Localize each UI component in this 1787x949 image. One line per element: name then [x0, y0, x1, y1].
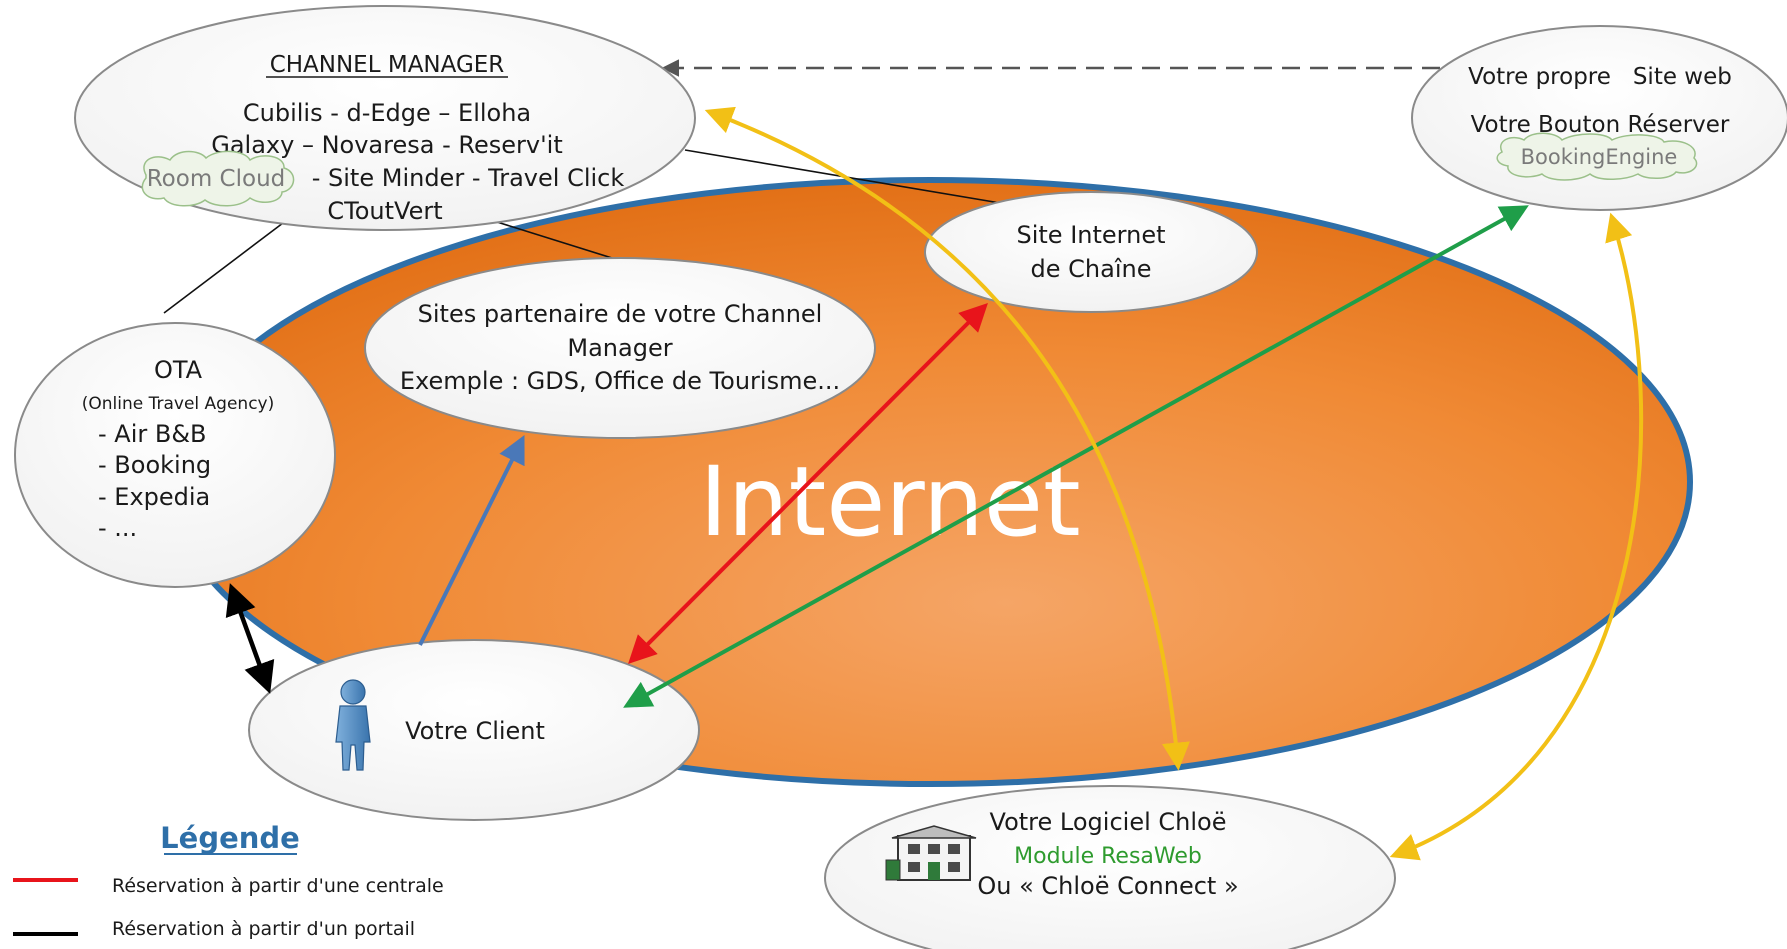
ota-item-expedia: - Expedia: [98, 483, 210, 511]
chain-site-line-1: Site Internet: [1016, 221, 1165, 249]
channel-manager-node: CHANNEL MANAGER Cubilis - d-Edge – Elloh…: [74, 5, 696, 231]
chain-site-node: Site Internet de Chaîne: [924, 191, 1258, 313]
cm-to-partner-connector: [496, 221, 613, 259]
ota-title: OTA: [154, 356, 203, 384]
cm-line-2: Galaxy – Novaresa - Reserv'it: [211, 131, 563, 159]
ota-item-more: - ...: [98, 514, 137, 542]
cm-title: CHANNEL MANAGER: [270, 52, 505, 78]
cm-line-4: CToutVert: [327, 197, 442, 225]
cm-line-3: - Site Minder - Travel Click: [312, 164, 625, 192]
own-site-line-1: Votre propre Site web: [1468, 64, 1732, 90]
booking-engine-cloud-shape: [1496, 132, 1698, 181]
chloe-line-1: Votre Logiciel Chloë: [990, 808, 1227, 836]
room-cloud-label: Room Cloud: [147, 166, 286, 192]
ota-node: OTA (Online Travel Agency) - Air B&B - B…: [14, 322, 336, 588]
client-label: Votre Client: [405, 717, 545, 745]
partner-line-1: Sites partenaire de votre Channel: [418, 300, 823, 328]
internet-label: Internet: [699, 446, 1080, 558]
portal-booking-arrow: [225, 583, 275, 694]
client-node: Votre Client: [248, 639, 700, 821]
cm-line-1: Cubilis - d-Edge – Elloha: [243, 99, 531, 127]
chain-site-line-2: de Chaîne: [1031, 255, 1152, 283]
ota-item-booking: - Booking: [98, 451, 211, 479]
cm-to-ota-connector: [163, 222, 284, 314]
hotel-building-icon: [885, 825, 977, 881]
partner-line-2: Manager: [567, 334, 672, 362]
legend-title: Légende: [160, 821, 300, 855]
cm-chloe-sync-arrow: [704, 106, 1190, 771]
legend: Légende Réservation à partir d'une centr…: [13, 821, 444, 940]
chloe-module-label: Module ResaWeb: [1014, 844, 1202, 869]
own-site-chloe-sync-arrow: [1389, 212, 1644, 861]
legend-label-portal: Réservation à partir d'un portail: [112, 918, 415, 940]
room-cloud-shape: [141, 150, 295, 207]
own-site-node: Votre propre Site web Votre Bouton Réser…: [1411, 25, 1787, 211]
client-to-partner-arrow: [418, 434, 525, 646]
chloe-software-node: Votre Logiciel Chloë Module ResaWeb Ou «…: [824, 785, 1396, 949]
legend-label-central: Réservation à partir d'une centrale: [112, 875, 444, 897]
person-icon: [335, 679, 371, 771]
partner-sites-node: Sites partenaire de votre Channel Manage…: [364, 257, 876, 439]
booking-engine-label: BookingEngine: [1521, 145, 1678, 169]
ota-item-airbnb: - Air B&B: [98, 420, 207, 448]
ota-subtitle: (Online Travel Agency): [82, 394, 275, 414]
own-site-line-2: Votre Bouton Réserver: [1471, 112, 1730, 138]
partner-line-3: Exemple : GDS, Office de Tourisme...: [400, 367, 840, 395]
chloe-line-3: Ou « Chloë Connect »: [977, 872, 1238, 900]
